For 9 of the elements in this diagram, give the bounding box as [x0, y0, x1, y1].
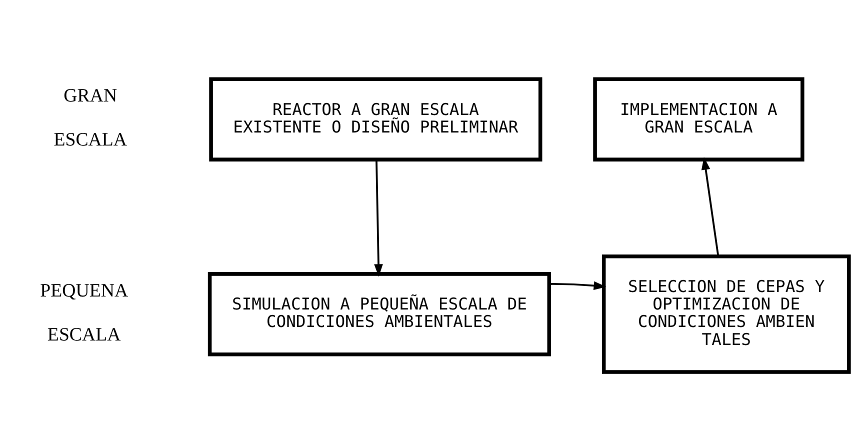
label: PEQUENA ESCALA [40, 280, 128, 346]
node-box: IMPLEMENTACION A GRAN ESCALA [593, 76, 804, 161]
arrow [701, 156, 720, 256]
arrow [374, 159, 383, 276]
node-box: SELECCION DE CEPAS Y OPTIMIZACION DE CONDICIONES AMBIEN TALES [602, 254, 851, 374]
node-box: REACTOR A GRAN ESCALA EXISTENTE O DISEÑO PRELIMINAR [209, 76, 542, 161]
arrow [549, 280, 606, 290]
label: GRAN ESCALA [54, 85, 128, 150]
node-box: SIMULACION A PEQUEÑA ESCALA DE CONDICIONES AMBIENTALES [208, 272, 552, 356]
